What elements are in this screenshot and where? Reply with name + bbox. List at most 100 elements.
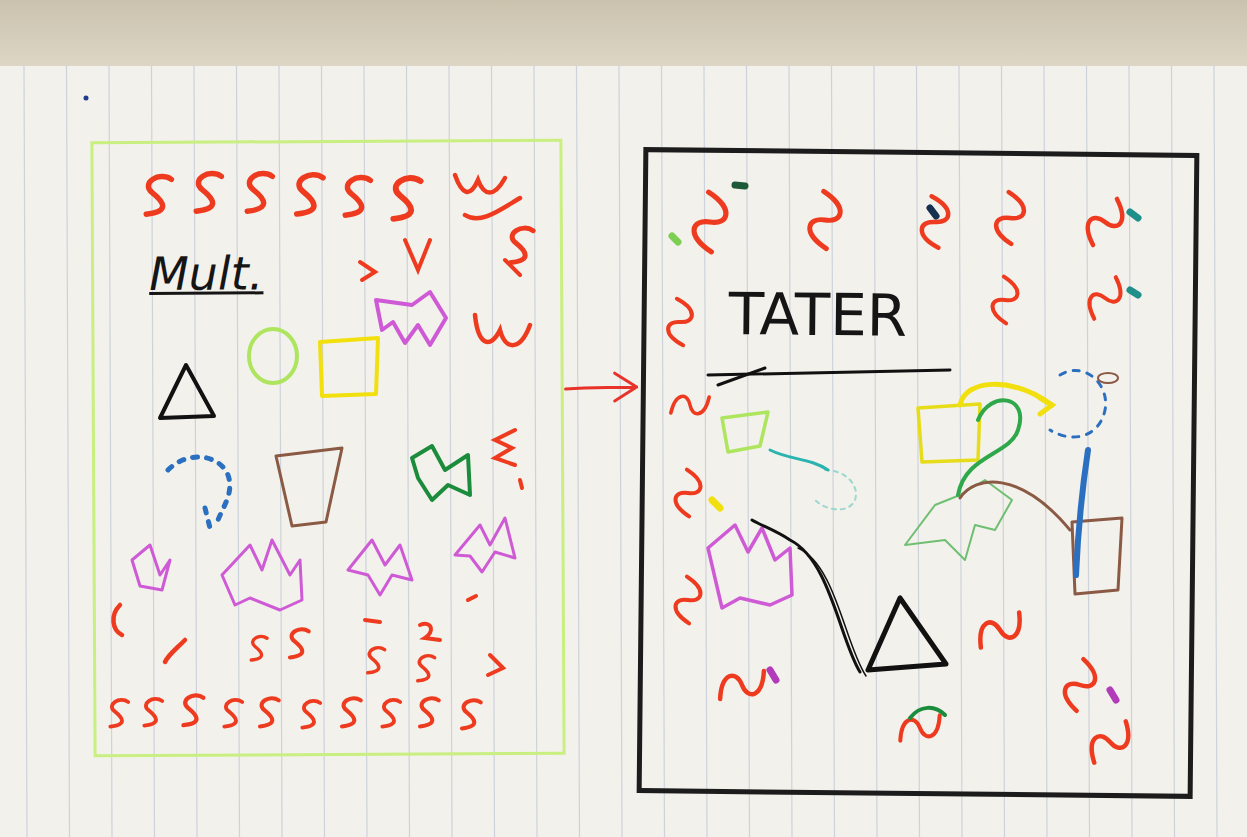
shapes-left [276,448,342,526]
ruled-lines [747,66,750,837]
ruled-lines [492,66,495,837]
red-waves-right [1058,659,1101,712]
wave-tips [712,500,720,508]
table-strip [0,0,1247,66]
ruled-lines [24,66,1217,837]
red-squiggles-left [475,315,530,345]
connecting-doodles [770,450,828,470]
red-squiggles-left [382,700,400,727]
red-waves-right [671,469,704,516]
connecting-doodles [752,384,1070,718]
shapes-left [132,292,515,610]
red-waves-right [1082,277,1128,320]
red-squiggles-left [247,174,272,212]
underline-strokes [718,368,765,385]
ruled-lines [534,66,537,837]
red-waves-right [1084,720,1137,763]
red-squiggles-left [420,624,440,640]
red-waves-right [974,611,1027,648]
ruled-lines [704,66,707,837]
red-squiggles-left [368,648,385,673]
shapes-right [1076,450,1088,575]
red-waves-right [671,396,709,414]
hand-arrow [566,373,637,401]
ruled-lines [832,66,835,837]
ruled-lines [279,66,282,837]
wave-tips [1130,212,1138,218]
red-squiggles-left [110,174,533,729]
shapes-right [708,525,792,608]
red-squiggles-left [290,629,309,657]
red-squiggles-left [418,656,435,681]
red-waves-right [689,192,732,253]
ruled-lines [577,66,580,837]
wave-tips [1130,290,1138,295]
shapes-left [222,540,302,610]
red-squiggles-left [165,640,185,662]
wave-tips [735,185,745,186]
shapes-left [249,329,297,383]
red-waves-right [991,192,1028,245]
red-squiggles-left [297,175,323,214]
shapes-left [376,292,446,345]
red-waves-right [1080,198,1131,246]
red-waves-right [988,276,1021,323]
ruled-lines [789,66,792,837]
shapes-right [1098,373,1118,383]
shapes-left [132,545,170,590]
red-squiggles-left [196,174,221,212]
red-squiggles-left [495,430,515,465]
panel-title: Mult. [149,248,264,299]
underline-strokes [708,368,950,385]
connecting-doodles [798,548,866,676]
shapes-left [168,457,230,528]
red-squiggles-left [468,596,476,600]
red-squiggles-left [251,636,267,660]
ruled-lines [1129,66,1132,837]
ruled-lines [449,66,452,837]
wave-tips [672,185,1138,700]
wave-tips [930,208,936,216]
connecting-doodles [752,520,860,672]
ruled-lines [67,66,70,837]
panel-frame: TATER [637,147,1200,799]
connecting-doodles [1040,398,1052,414]
red-squiggles-left [510,228,533,263]
ruled-lines [364,66,367,837]
ruled-lines [109,66,112,837]
red-squiggles-left [144,699,162,726]
red-squiggles-left [110,700,128,727]
red-squiggles-left [405,240,430,270]
red-squiggles-left [342,698,361,726]
wave-tips [770,670,776,680]
wave-tips [672,236,678,242]
red-squiggles-left [146,177,171,215]
red-squiggles-left [113,605,122,635]
shapes-left [455,518,515,572]
shapes-right [918,404,980,462]
ruled-lines [1044,66,1047,837]
shapes-right [815,470,856,509]
red-squiggles-left [183,695,203,725]
red-waves-right [716,670,767,700]
red-squiggles-left [465,198,520,218]
red-squiggles-left [505,260,520,275]
red-squiggles-left [345,178,370,216]
hand-arrow-line [566,373,637,401]
red-squiggles-left [302,701,320,728]
ruled-lines [1002,66,1005,837]
ruled-lines [662,66,665,837]
ruled-lines [874,66,877,837]
shapes-right [722,412,768,452]
shapes-left [348,540,412,595]
red-squiggles-left [420,698,439,726]
shapes-left [160,365,214,418]
shapes-left [412,446,470,500]
ink-dot [84,96,89,101]
red-squiggles-left [520,480,522,488]
ruled-lines [24,66,27,837]
red-squiggles-left [393,178,420,219]
